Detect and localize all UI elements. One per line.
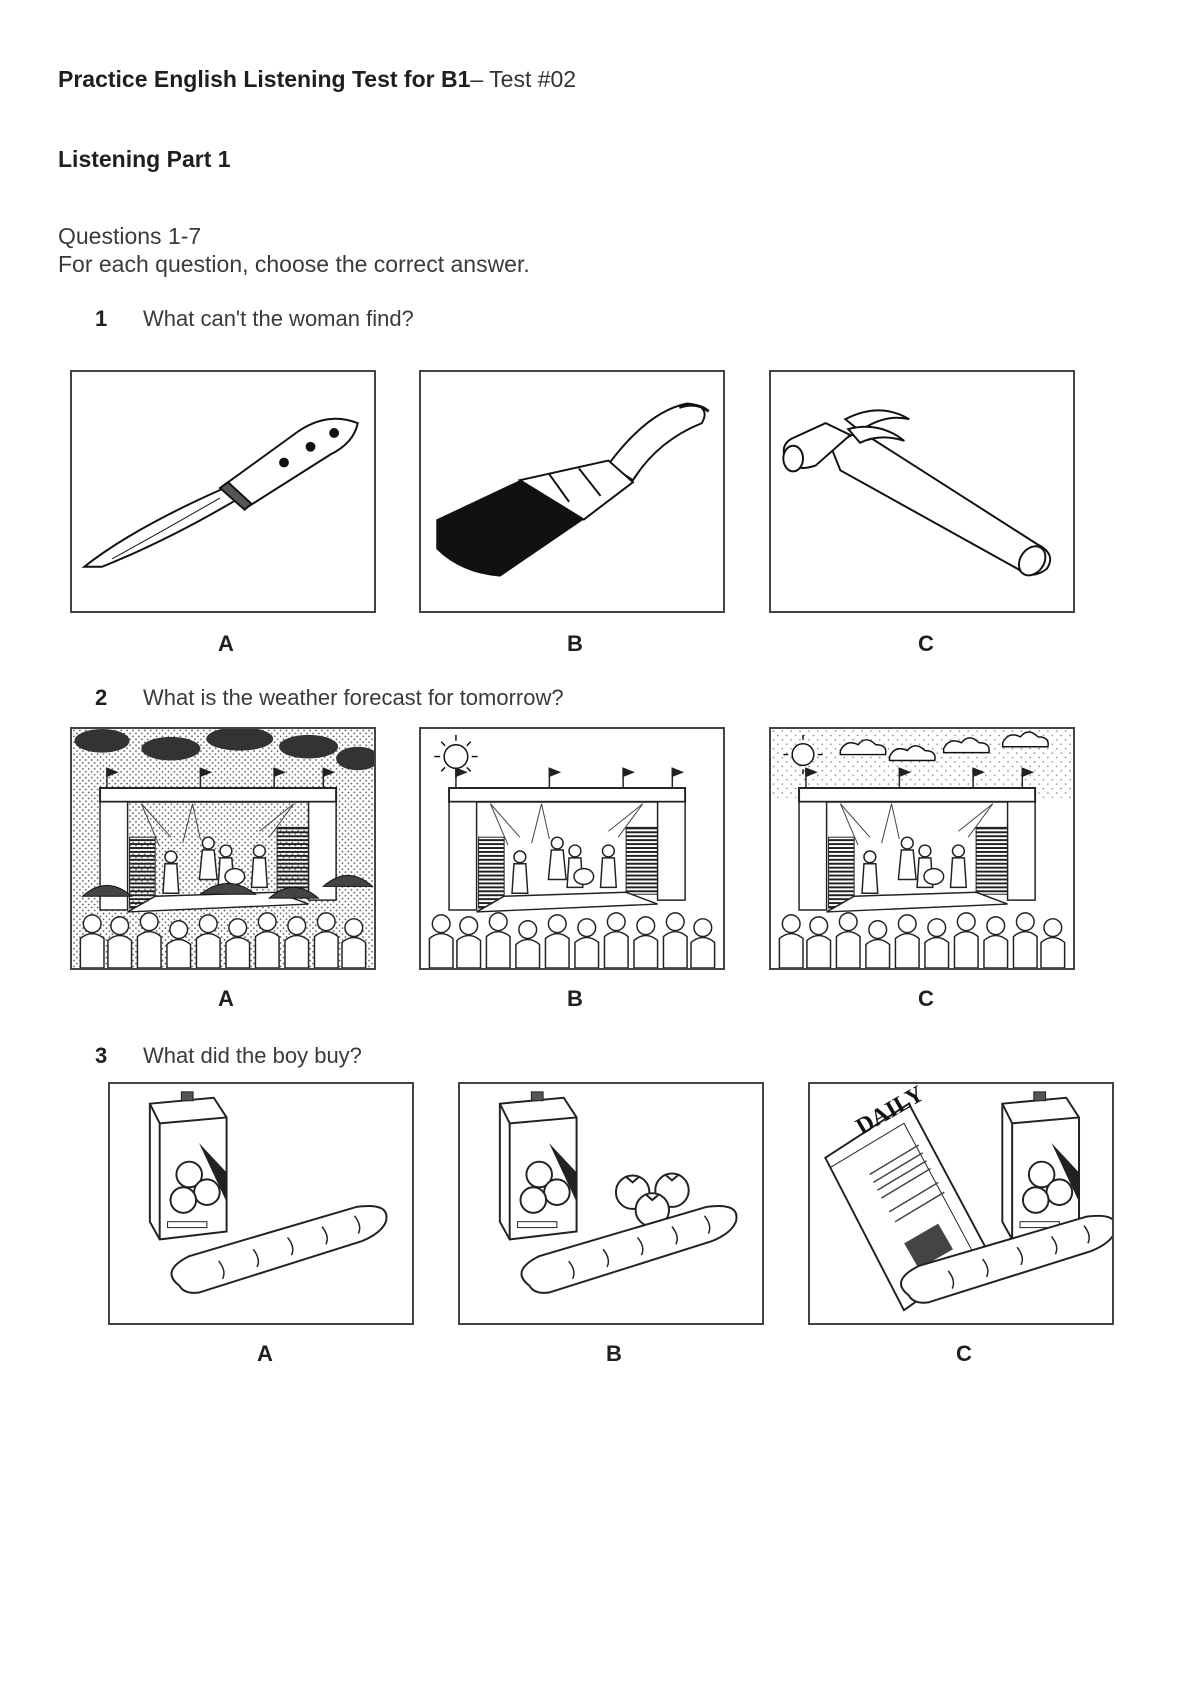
- q3-letter-c: C: [956, 1341, 972, 1366]
- q3-option-a-juice-bread-image[interactable]: [108, 1082, 414, 1325]
- q3-option-b-juice-bread-tomatoes-image[interactable]: [458, 1082, 764, 1325]
- q2-letter-a: A: [218, 986, 234, 1011]
- title-rest: – Test #02: [470, 66, 577, 92]
- q1-option-b-paintbrush-image[interactable]: [419, 370, 725, 613]
- question-2-number: 2: [95, 685, 108, 710]
- q2-letter-b: B: [567, 986, 583, 1011]
- instruction-text: For each question, choose the correct an…: [58, 251, 530, 277]
- page-title: Practice English Listening Test for B1– …: [58, 66, 576, 93]
- q3-letter-b: B: [606, 1341, 622, 1366]
- q1-letter-a: A: [218, 631, 234, 656]
- q2-option-b-sunny-concert-image[interactable]: [419, 727, 725, 970]
- title-bold: Practice English Listening Test for B1: [58, 66, 471, 92]
- q3-letter-a: A: [257, 1341, 273, 1366]
- q1-letter-c: C: [918, 631, 934, 656]
- q1-letter-b: B: [567, 631, 583, 656]
- q1-option-a-knife-image[interactable]: [70, 370, 376, 613]
- q2-option-c-sun-and-clouds-concert-image[interactable]: [769, 727, 1075, 970]
- question-1-text: What can't the woman find?: [143, 306, 414, 331]
- q2-option-a-rain-concert-image[interactable]: [70, 727, 376, 970]
- question-3-number: 3: [95, 1043, 108, 1068]
- question-2-text: What is the weather forecast for tomorro…: [143, 685, 564, 710]
- question-3-text: What did the boy buy?: [143, 1043, 362, 1068]
- q2-letter-c: C: [918, 986, 934, 1011]
- q3-option-c-newspaper-juice-bread-image[interactable]: DAILY: [808, 1082, 1114, 1325]
- question-1-number: 1: [95, 306, 108, 331]
- q1-option-c-hammer-image[interactable]: [769, 370, 1075, 613]
- question-range: Questions 1-7: [58, 223, 202, 249]
- part-heading: Listening Part 1: [58, 146, 231, 172]
